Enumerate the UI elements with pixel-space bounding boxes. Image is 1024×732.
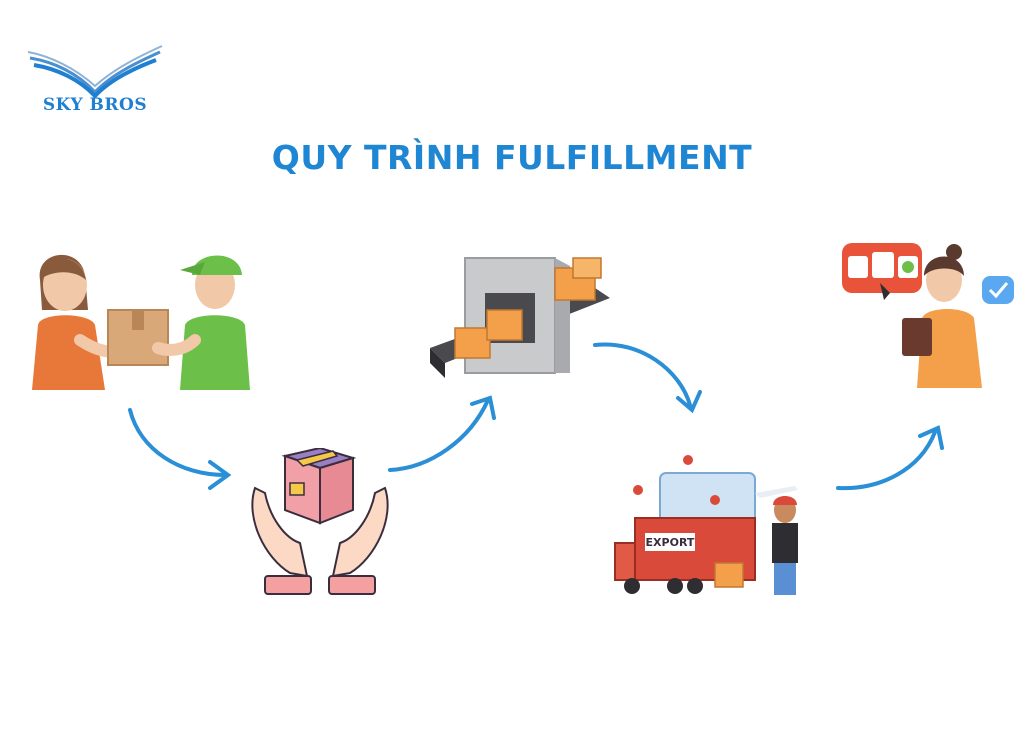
flow-arrow-4-head <box>918 425 944 450</box>
brand-name: SKY BROS <box>42 95 148 115</box>
flow-arrow-2-head <box>470 395 496 420</box>
flow-arrow-4 <box>836 430 937 491</box>
flow-arrow-2 <box>388 398 490 472</box>
flow-arrow-3-head <box>676 390 702 414</box>
flow-arrow-1-head <box>208 460 232 490</box>
hands-holding-box-icon <box>251 448 389 595</box>
flow-arrow-1 <box>128 408 227 477</box>
conveyor-belt-icon <box>430 257 610 378</box>
package-handover-icon <box>32 254 250 390</box>
truck-label: EXPORT <box>646 536 695 549</box>
export-truck-icon: EXPORT <box>614 455 798 595</box>
sky-bros-logo <box>27 45 163 99</box>
customer-tablet-icon <box>842 243 1014 388</box>
page-title: QUY TRÌNH FULFILLMENT <box>271 138 753 177</box>
